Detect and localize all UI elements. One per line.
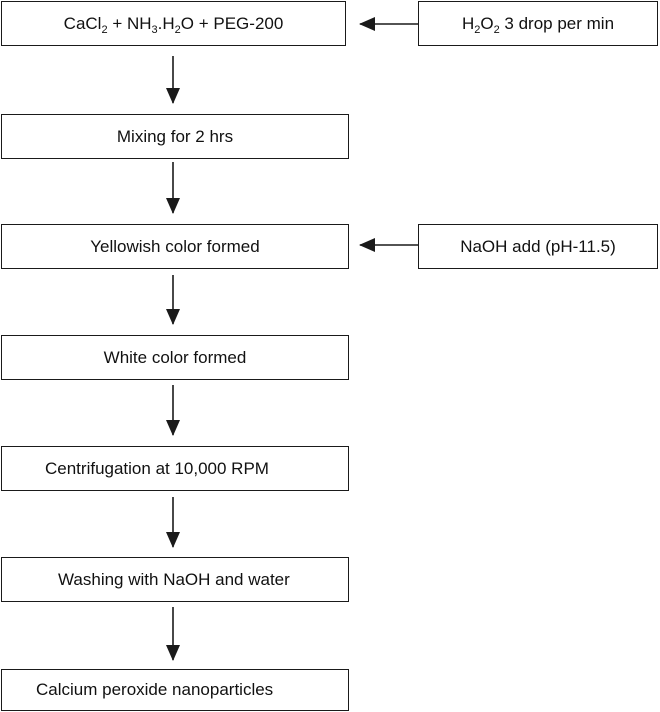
- step-yellowish-label: Yellowish color formed: [90, 236, 260, 256]
- input-h2o2-label: H2O2 3 drop per min: [461, 13, 615, 36]
- step-centrifugation-label: Centrifugation at 10,000 RPM: [45, 458, 269, 478]
- step-white-label: White color formed: [103, 347, 247, 367]
- step-mixing: Mixing for 2 hrs: [1, 114, 349, 159]
- input-naoh: NaOH add (pH-11.5): [418, 224, 658, 269]
- input-naoh-label: NaOH add (pH-11.5): [460, 236, 616, 256]
- step-reactants: CaCl2 + NH3.H2O + PEG-200: [1, 1, 346, 46]
- step-washing-label: Washing with NaOH and water: [58, 569, 290, 589]
- step-product-label: Calcium peroxide nanoparticles: [36, 680, 274, 699]
- step-centrifugation: Centrifugation at 10,000 RPM: [1, 446, 349, 491]
- step-washing: Washing with NaOH and water: [1, 557, 349, 602]
- step-reactants-label: CaCl2 + NH3.H2O + PEG-200: [63, 13, 284, 36]
- input-h2o2: H2O2 3 drop per min: [418, 1, 658, 46]
- step-yellowish: Yellowish color formed: [1, 224, 349, 269]
- step-white: White color formed: [1, 335, 349, 380]
- step-mixing-label: Mixing for 2 hrs: [116, 126, 234, 146]
- step-product: Calcium peroxide nanoparticles: [1, 669, 349, 711]
